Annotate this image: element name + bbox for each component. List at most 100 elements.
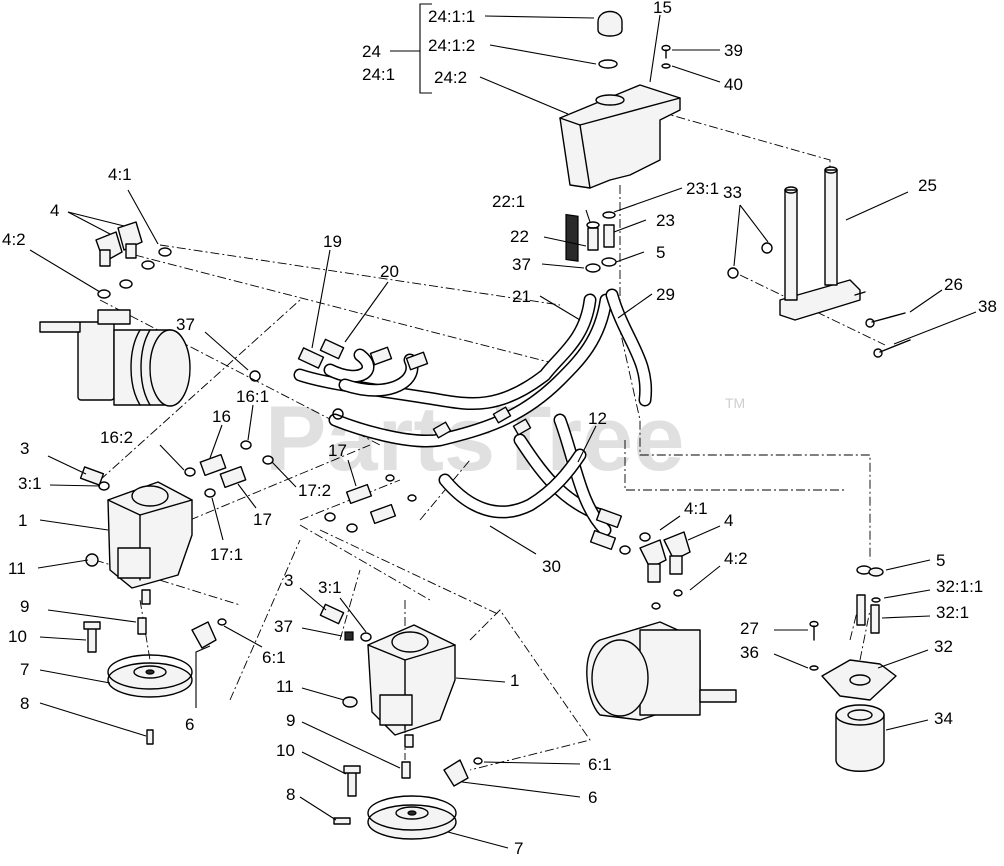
callout-32-1: 32:1 xyxy=(936,603,969,622)
filter-screw-27-washer-36[interactable] xyxy=(809,620,819,671)
callout-38: 38 xyxy=(978,297,997,316)
screw-and-washer[interactable] xyxy=(661,44,671,69)
callout-32-1-1: 32:1:1 xyxy=(936,577,983,596)
callout-37-low: 37 xyxy=(274,617,293,636)
filter-head[interactable] xyxy=(821,659,897,701)
callout-4-1-left: 4:1 xyxy=(108,165,132,184)
callout-36: 36 xyxy=(740,643,759,662)
callout-29: 29 xyxy=(656,285,675,304)
callout-21: 21 xyxy=(512,287,531,306)
callout-30: 30 xyxy=(542,557,561,576)
callout-24-2: 24:2 xyxy=(434,68,467,87)
callout-4-2-right: 4:2 xyxy=(724,549,748,568)
callout-3-left: 3 xyxy=(20,439,29,458)
left-pump[interactable] xyxy=(85,481,193,605)
right-wheel-motor[interactable] xyxy=(586,621,737,721)
callout-4-2-left: 4:2 xyxy=(2,230,26,249)
middle-elbow-6[interactable] xyxy=(443,757,483,787)
right-elbow-fittings[interactable] xyxy=(589,507,691,610)
callout-7-mid: 7 xyxy=(514,839,523,858)
callout-24-1: 24:1 xyxy=(362,65,395,84)
callout-17-2: 17:2 xyxy=(298,481,331,500)
callout-24: 24 xyxy=(362,42,381,61)
callout-1-left: 1 xyxy=(18,511,27,530)
callout-37-mid: 37 xyxy=(512,255,531,274)
left-pump-shaft-key[interactable] xyxy=(137,617,147,635)
callout-4-right: 4 xyxy=(724,511,733,530)
callout-8-left: 8 xyxy=(20,694,29,713)
callout-5-top: 5 xyxy=(656,243,665,262)
hoses xyxy=(293,288,653,537)
callout-3-mid: 3 xyxy=(284,571,293,590)
callout-12: 12 xyxy=(588,409,607,428)
middle-pump[interactable] xyxy=(367,624,456,748)
callout-34: 34 xyxy=(934,709,953,728)
reservoir-cap xyxy=(597,10,623,37)
left-pump-bolt-10[interactable] xyxy=(83,621,101,653)
callout-8-mid: 8 xyxy=(286,785,295,804)
callout-26: 26 xyxy=(944,275,963,294)
left-pulley-screw-8[interactable] xyxy=(146,729,154,745)
callout-24-1-2: 24:1:2 xyxy=(428,36,475,55)
left-wheel-motor[interactable] xyxy=(39,309,191,407)
callout-6-1-mid: 6:1 xyxy=(588,755,612,774)
middle-pump-shaft-key[interactable] xyxy=(401,761,411,779)
reservoir-fittings[interactable] xyxy=(585,211,617,273)
bracket-bolts[interactable] xyxy=(727,242,911,358)
left-elbow-fittings[interactable] xyxy=(95,221,172,299)
callout-11-mid: 11 xyxy=(276,677,294,696)
callout-3-1-mid: 3:1 xyxy=(318,578,342,597)
callout-39: 39 xyxy=(724,41,743,60)
middle-pump-bolt-10[interactable] xyxy=(343,765,361,797)
hose-ends-19-20[interactable] xyxy=(249,338,532,439)
callout-4-left: 4 xyxy=(50,201,59,220)
callout-17-mid: 17 xyxy=(328,441,347,460)
callout-17-1: 17:1 xyxy=(210,545,243,564)
reservoir-bracket[interactable] xyxy=(779,166,866,321)
callout-33: 33 xyxy=(723,183,742,202)
callout-10-mid: 10 xyxy=(276,741,295,760)
callout-22: 22 xyxy=(510,227,529,246)
filter-fittings[interactable] xyxy=(856,565,884,634)
callout-6-1-left: 6:1 xyxy=(262,648,286,667)
callout-22-1: 22:1 xyxy=(492,192,525,211)
middle-pump-nut-11[interactable] xyxy=(342,696,358,708)
watermark-trademark: TM xyxy=(725,395,745,411)
callout-17-right: 17 xyxy=(253,510,272,529)
callout-3-1-left: 3:1 xyxy=(18,474,42,493)
callout-20: 20 xyxy=(380,262,399,281)
reservoir-tank[interactable] xyxy=(559,0,681,262)
callout-23-1: 23:1 xyxy=(686,179,719,198)
callout-6-mid: 6 xyxy=(588,788,597,807)
callout-9-mid: 9 xyxy=(286,711,295,730)
callout-32: 32 xyxy=(934,637,953,656)
callout-1-mid: 1 xyxy=(510,671,519,690)
callout-10-left: 10 xyxy=(8,627,27,646)
callout-37-top: 37 xyxy=(176,315,195,334)
leader-lines xyxy=(29,3,977,849)
callout-16-2: 16:2 xyxy=(100,428,133,447)
callout-4-1-right: 4:1 xyxy=(684,499,708,518)
middle-fittings-17[interactable] xyxy=(324,474,417,533)
left-elbow-6[interactable] xyxy=(191,618,227,649)
callout-11-left: 11 xyxy=(8,559,26,578)
callout-40: 40 xyxy=(724,75,743,94)
filter-cartridge[interactable] xyxy=(835,704,885,772)
callout-9-left: 9 xyxy=(20,597,29,616)
left-pulley[interactable] xyxy=(107,654,193,698)
middle-pump-fitting-3[interactable] xyxy=(319,603,372,642)
callout-25: 25 xyxy=(918,176,937,195)
callout-15: 15 xyxy=(653,0,672,17)
callout-27: 27 xyxy=(740,619,759,638)
callout-16: 16 xyxy=(212,407,231,426)
middle-pulley-screw-8[interactable] xyxy=(333,817,351,825)
callout-19: 19 xyxy=(323,232,342,251)
callout-6-left: 6 xyxy=(185,715,194,734)
callout-24-1-1: 24:1:1 xyxy=(428,7,475,26)
left-pump-fitting-3[interactable] xyxy=(79,466,110,491)
left-pump-fittings-16-17[interactable] xyxy=(184,440,274,498)
cap-gasket xyxy=(598,59,618,69)
callout-7-left: 7 xyxy=(20,660,29,679)
middle-pulley[interactable] xyxy=(367,795,457,840)
